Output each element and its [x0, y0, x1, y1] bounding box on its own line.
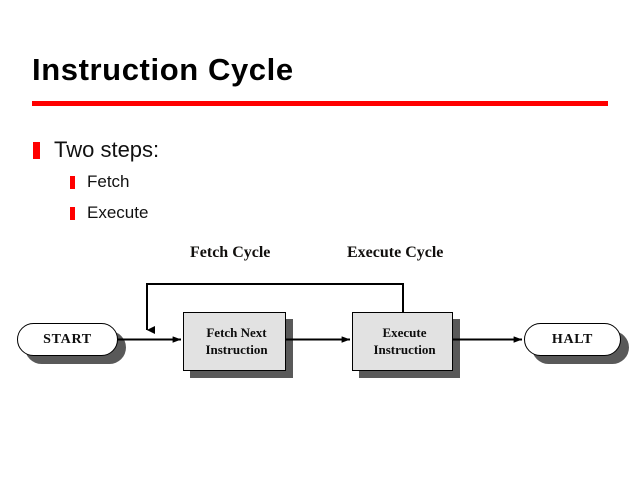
flow-node-execute-instruction: Execute Instruction — [352, 312, 453, 371]
flow-node-start: START — [17, 323, 118, 356]
bullet-label: Two steps: — [54, 137, 160, 162]
diagram-label-execute-cycle: Execute Cycle — [347, 244, 444, 261]
bullet-square-icon — [33, 141, 40, 159]
diagram-label-fetch-cycle: Fetch Cycle — [190, 244, 271, 261]
flow-node-halt: HALT — [524, 323, 621, 356]
bullet-label: Execute — [87, 203, 149, 222]
flow-node-fetch-next-instruction: Fetch Next Instruction — [183, 312, 286, 371]
title-underline-rule — [32, 101, 608, 106]
fetch-node-label: Fetch Next Instruction — [205, 325, 268, 357]
bullet-item-two-steps: Two steps: — [33, 137, 159, 163]
bullet-item-execute: Execute — [70, 203, 148, 223]
bullet-item-fetch: Fetch — [70, 172, 130, 192]
halt-node-label: HALT — [551, 331, 594, 347]
bullet-square-icon — [70, 175, 75, 189]
page-title: Instruction Cycle — [32, 52, 294, 87]
bullet-square-icon — [70, 206, 75, 220]
execute-node-label: Execute Instruction — [373, 325, 436, 357]
bullet-label: Fetch — [87, 172, 130, 191]
start-node-label: START — [43, 331, 92, 347]
